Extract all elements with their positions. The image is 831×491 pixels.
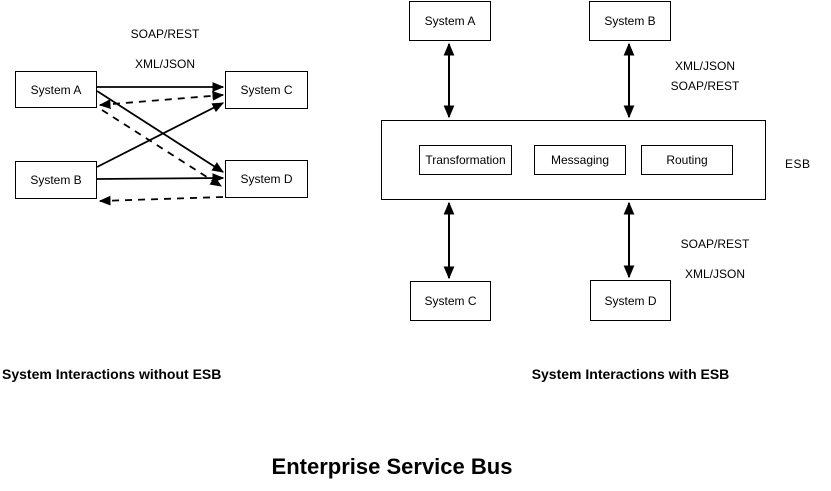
esb-bottom-label-xml-json: XML/JSON xyxy=(684,267,745,281)
arrow-d-to-b-dashed xyxy=(98,195,224,206)
page-title: Enterprise Service Bus xyxy=(271,454,513,479)
arrow-a-to-d-dashed xyxy=(101,109,222,187)
esb-system-a-box: System A xyxy=(409,1,491,41)
esb-caption: System Interactions with ESB xyxy=(531,366,730,382)
no-esb-system-a-label: System A xyxy=(30,82,82,97)
esb-system-d-label: System D xyxy=(604,293,657,308)
esb-system-b-label: System B xyxy=(604,14,656,28)
arrow-a-to-d-solid xyxy=(96,90,224,173)
esb-component-transformation-label: Transformation xyxy=(425,153,506,167)
esb-component-routing-box: Routing xyxy=(641,145,733,175)
no-esb-system-c-box: System C xyxy=(225,71,308,109)
no-esb-system-b-label: System B xyxy=(30,173,82,187)
esb-system-a-label: System A xyxy=(424,14,476,28)
esb-component-transformation-box: Transformation xyxy=(419,145,512,175)
arrow-a-c-dashed xyxy=(98,90,225,110)
arrow-b-to-c-solid xyxy=(96,102,225,168)
esb-component-routing-label: Routing xyxy=(666,153,708,167)
no-esb-label-soap-rest: SOAP/REST xyxy=(130,27,200,41)
esb-system-b-box: System B xyxy=(589,1,671,41)
esb-component-messaging-box: Messaging xyxy=(534,145,626,175)
esb-system-c-label: System C xyxy=(424,294,477,308)
no-esb-system-b-box: System B xyxy=(15,161,97,199)
esb-system-d-box: System D xyxy=(590,280,671,321)
esb-bottom-label-soap-rest: SOAP/REST xyxy=(680,237,750,251)
esb-top-label-soap-rest: SOAP/REST xyxy=(670,79,740,93)
esb-label: ESB xyxy=(785,157,811,171)
no-esb-system-a-box: System A xyxy=(15,71,97,108)
no-esb-system-d-box: System D xyxy=(225,160,308,198)
arrow-b-to-d-solid xyxy=(96,173,225,183)
no-esb-caption: System Interactions without ESB xyxy=(2,366,222,382)
no-esb-system-c-label: System C xyxy=(240,83,293,97)
no-esb-system-d-label: System D xyxy=(240,172,293,186)
esb-top-label-xml-json: XML/JSON xyxy=(674,59,735,73)
esb-component-messaging-label: Messaging xyxy=(550,153,610,167)
esb-system-c-box: System C xyxy=(410,281,491,321)
no-esb-label-xml-json: XML/JSON xyxy=(134,57,195,71)
